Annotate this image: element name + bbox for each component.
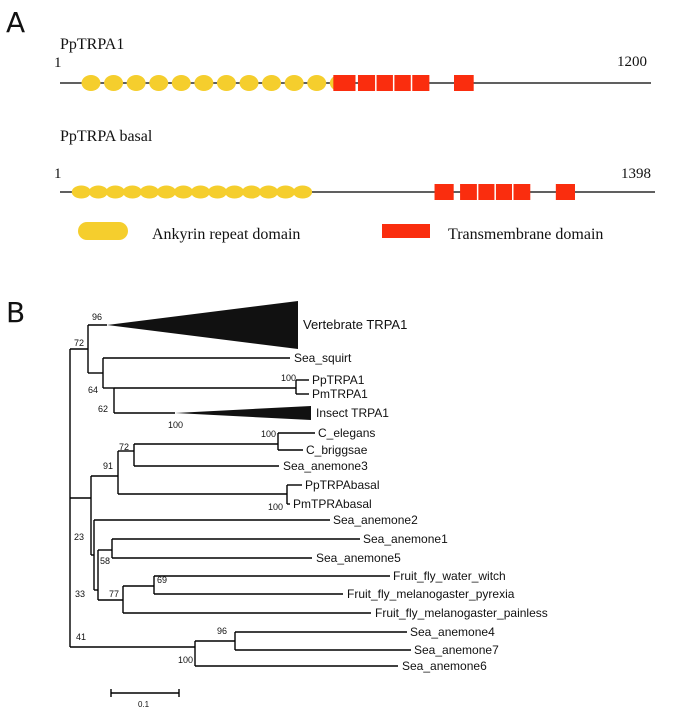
bootstrap-value: 23 [74, 532, 84, 542]
ankyrin-repeat [122, 185, 142, 199]
taxon-label: C_elegans [318, 426, 375, 440]
bootstrap-value: 64 [88, 385, 98, 395]
taxon-label: Sea_anemone2 [333, 513, 418, 527]
end-position-label: 1398 [621, 166, 651, 182]
ankyrin-repeat [190, 185, 210, 199]
bootstrap-value: 77 [109, 589, 119, 599]
bootstrap-value: 58 [100, 556, 110, 566]
ankyrin-repeat [262, 75, 282, 91]
ankyrin-repeat [224, 185, 244, 199]
ankyrin-repeat [139, 185, 159, 199]
ankyrin-repeat [194, 75, 214, 91]
transmembrane-block [555, 184, 575, 200]
taxon-label: Fruit_fly_melanogaster_painless [375, 606, 548, 620]
bootstrap-value: 72 [74, 338, 84, 348]
bootstrap-value: 100 [168, 420, 183, 430]
transmembrane-block [434, 184, 454, 200]
domain-group [71, 184, 575, 200]
bootstrap-value: 100 [261, 429, 276, 439]
taxon-label: Sea_squirt [294, 351, 352, 365]
ankyrin-repeat [171, 75, 191, 91]
taxon-label: Sea_anemone4 [410, 625, 495, 639]
protein-diagram-pptrpa1: PpTRPA1 1 1200 [54, 36, 651, 91]
taxon-label: Fruit_fly_water_witch [393, 569, 506, 583]
scale-bar: 0.1 [110, 689, 180, 709]
taxon-label: Sea_anemone1 [363, 532, 448, 546]
ankyrin-repeat [293, 185, 313, 199]
ankyrin-repeat [216, 75, 236, 91]
ankyrin-legend-swatch [78, 222, 128, 240]
ankyrin-repeat [239, 75, 259, 91]
ankyrin-legend-label: Ankyrin repeat domain [152, 226, 300, 243]
bootstrap-value: 41 [76, 632, 86, 642]
insect-clade-triangle [175, 406, 311, 420]
bootstrap-value: 96 [92, 312, 102, 322]
taxon-label: PpTRPA1 [312, 373, 365, 387]
ankyrin-repeat [307, 75, 327, 91]
taxon-label: Sea_anemone3 [283, 459, 368, 473]
ankyrin-repeat [156, 185, 176, 199]
bootstrap-value: 91 [103, 461, 113, 471]
panel-a-label: A [6, 6, 25, 39]
ankyrin-repeat [173, 185, 193, 199]
taxon-label: Vertebrate TRPA1 [303, 317, 407, 332]
bootstrap-value: 33 [75, 589, 85, 599]
taxon-label: PpTRPAbasal [305, 478, 379, 492]
start-position-label: 1 [54, 166, 62, 182]
protein-diagram-pptrpa-basal: PpTRPA basal 1 1398 [54, 128, 655, 200]
taxon-label: PmTRPA1 [312, 387, 368, 401]
bootstrap-value: 100 [281, 373, 296, 383]
ankyrin-repeat [207, 185, 227, 199]
panel-b-label: B [6, 296, 25, 329]
vertebrate-clade-triangle [107, 301, 298, 349]
taxon-label: Sea_anemone6 [402, 659, 487, 673]
taxon-label: Sea_anemone7 [414, 643, 499, 657]
ankyrin-repeat [276, 185, 296, 199]
protein-name: PpTRPA basal [60, 128, 153, 145]
taxon-label: Sea_anemone5 [316, 551, 401, 565]
transmembrane-block [454, 75, 474, 91]
transmembrane-block [333, 75, 356, 91]
end-position-label: 1200 [617, 54, 647, 70]
domain-group [81, 75, 474, 91]
bootstrap-value: 72 [119, 442, 129, 452]
start-position-label: 1 [54, 55, 62, 71]
taxon-label: Insect TRPA1 [316, 406, 389, 420]
transmembrane-legend-label: Transmembrane domain [448, 226, 603, 243]
ankyrin-repeat [259, 185, 279, 199]
taxon-label: Fruit_fly_melanogaster_pyrexia [347, 587, 515, 601]
phylogenetic-tree: Vertebrate TRPA1 Sea_squirt PpTRPA1 PmTR… [69, 301, 548, 673]
ankyrin-repeat [88, 185, 108, 199]
ankyrin-repeat [81, 75, 101, 91]
ankyrin-repeat [104, 75, 124, 91]
bootstrap-value: 96 [217, 626, 227, 636]
legend: Ankyrin repeat domain Transmembrane doma… [78, 222, 603, 243]
ankyrin-repeat [71, 185, 91, 199]
ankyrin-repeat [242, 185, 262, 199]
bootstrap-value: 69 [157, 575, 167, 585]
bootstrap-value: 62 [98, 404, 108, 414]
taxon-label: C_briggsae [306, 443, 368, 457]
taxon-label: PmTPRAbasal [293, 497, 372, 511]
bootstrap-value: 100 [268, 502, 283, 512]
ankyrin-repeat [149, 75, 169, 91]
ankyrin-repeat [126, 75, 146, 91]
protein-name: PpTRPA1 [60, 36, 124, 53]
transmembrane-legend-swatch [382, 224, 430, 238]
ankyrin-repeat [105, 185, 125, 199]
scale-bar-label: 0.1 [138, 700, 150, 709]
bootstrap-value: 100 [178, 655, 193, 665]
ankyrin-repeat [284, 75, 304, 91]
